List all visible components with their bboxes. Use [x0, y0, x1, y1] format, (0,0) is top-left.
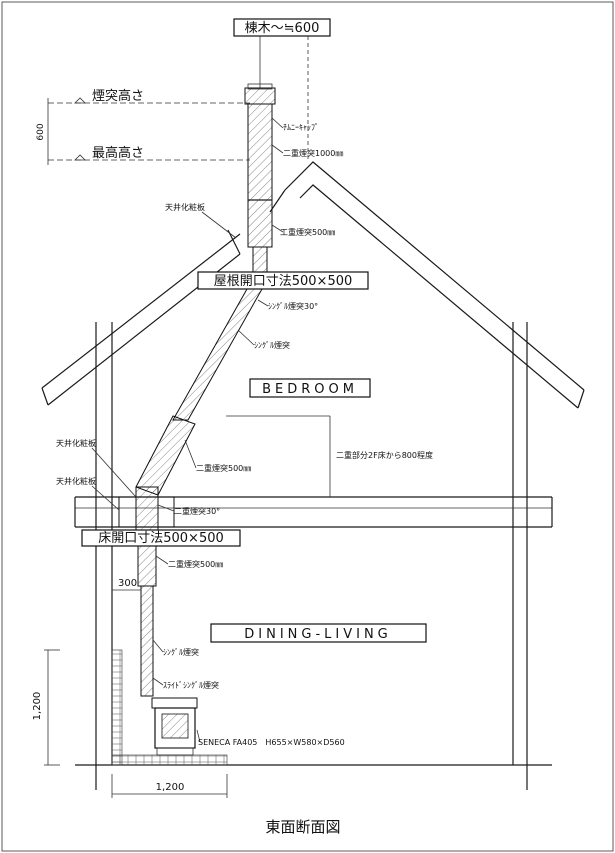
level-marker-2 — [74, 154, 86, 161]
double-flue-500-low-label: 二重煙突500㎜ — [168, 559, 223, 569]
stove-window — [161, 713, 189, 739]
double-flue-30-label: 二重煙突30° — [174, 506, 220, 516]
chimney-cap-label: ﾁﾑﾆｰｷｬｯﾌﾟ — [283, 123, 319, 132]
double-flue-top — [247, 103, 273, 248]
roof-opening-label: 屋根開口寸法500×500 — [214, 274, 353, 289]
chimney-height-label: 煙突高さ — [92, 88, 144, 104]
slide-single-flue-label: ｽﾗｲﾄﾞｼﾝｸﾞﾙ煙突 — [163, 680, 219, 690]
ceiling-board-1-label: 天井化粧板 — [56, 438, 96, 448]
double-flue-1000-label: 二重煙突1000㎜ — [283, 148, 343, 158]
dim-1200-h-text: 1,200 — [156, 782, 185, 793]
ridge-label-box — [233, 18, 331, 37]
stove-top — [151, 697, 198, 709]
dining-label: DINING-LIVING — [244, 627, 392, 642]
single-flue-top — [252, 246, 268, 273]
single-flue-30-label: ｼﾝｸﾞﾙ煙突30° — [268, 301, 318, 311]
single-flue-low-label: ｼﾝｸﾞﾙ煙突 — [163, 647, 199, 657]
brick-wall — [111, 649, 123, 766]
ridge-label: 棟木～≒600 — [245, 21, 320, 36]
bedroom-label: BEDROOM — [262, 382, 358, 397]
dim-1200-v-text: 1,200 — [32, 692, 43, 721]
drawing-title: 東面断面図 — [265, 818, 340, 836]
chimney-cap — [244, 87, 276, 105]
stove-model-label: SENECA FA405 H655×W580×D560 — [198, 738, 345, 747]
max-height-label: 最高高さ — [92, 145, 144, 161]
double-flue-500-mid-label: 二重煙突500㎜ — [196, 463, 251, 473]
ceiling-board-top-label: 天井化粧板 — [165, 202, 205, 212]
diagonal-single-flue — [172, 288, 263, 421]
floor-opening-label: 床開口寸法500×500 — [98, 531, 224, 546]
double-flue-500-top-label: 工重煙突500㎜ — [280, 227, 335, 237]
roof-left — [41, 233, 241, 389]
roof-right — [284, 161, 585, 391]
dining-box — [210, 623, 427, 643]
bedroom-box — [249, 378, 371, 398]
single-flue-mid-label: ｼﾝｸﾞﾙ煙突 — [254, 340, 290, 350]
dim-300-text: 300 — [118, 578, 137, 589]
roof-right-under — [299, 184, 579, 409]
brick-hearth — [111, 754, 228, 766]
dim-600-text: 600 — [36, 123, 46, 140]
single-flue-low — [140, 585, 154, 697]
double-flue-low — [137, 545, 157, 587]
level-marker-1 — [74, 97, 86, 104]
diagonal-double-flue — [135, 415, 196, 496]
roof-opening-box — [197, 271, 369, 290]
floor-opening-box — [81, 529, 241, 547]
double-section-note: 二重部分2F床から800程度 — [336, 450, 433, 460]
ceiling-board-2-label: 天井化粧板 — [56, 476, 96, 486]
